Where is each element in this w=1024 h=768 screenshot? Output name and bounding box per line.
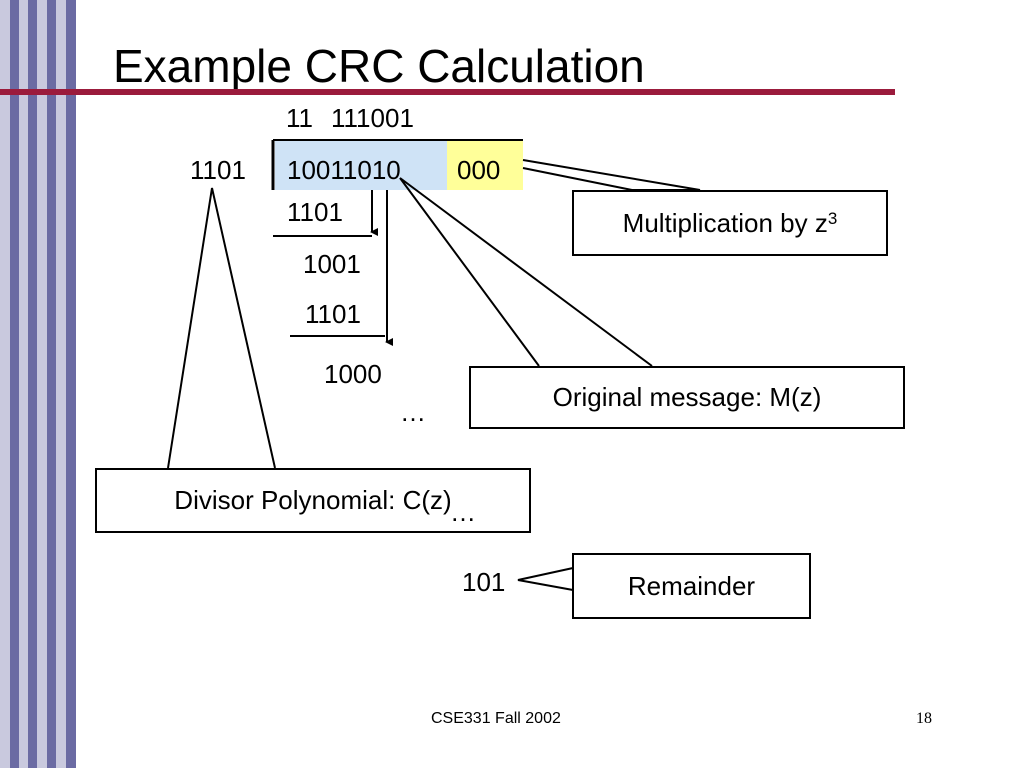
callout-original-message-label: Original message: M(z) <box>552 382 822 412</box>
callout-original-message: Original message: M(z) <box>469 366 905 429</box>
message-bits: 10011010 <box>287 155 401 185</box>
decorative-stripe <box>56 0 66 768</box>
callout-multiplication-label: Multiplication by z <box>622 207 828 238</box>
decorative-stripe <box>47 0 56 768</box>
quotient-part: 111001 <box>331 103 414 133</box>
subtrahend: 1101 <box>287 197 343 227</box>
callout-pointer-multiplication <box>522 159 701 191</box>
callout-pointer-divisor <box>167 187 276 469</box>
page-number: 18 <box>916 710 932 727</box>
remainder-value: 101 <box>462 567 506 597</box>
callout-remainder-label: Remainder <box>627 570 756 601</box>
decorative-stripe <box>37 0 47 768</box>
decorative-stripe <box>0 0 10 768</box>
padding-highlight <box>447 140 523 190</box>
decorative-stripe <box>28 0 37 768</box>
title-rule <box>0 89 895 95</box>
callout-multiplication-exponent: 3 <box>827 209 838 228</box>
padding-bits: 000 <box>457 155 501 185</box>
decorative-stripe <box>10 0 19 768</box>
slide-title: Example CRC Calculation <box>113 40 645 92</box>
callout-divisor-polynomial: Divisor Polynomial: C(z) <box>95 468 531 533</box>
callout-divisor-polynomial-label: Divisor Polynomial: C(z) <box>174 485 452 515</box>
partial-remainder: 1001 <box>303 249 361 279</box>
quotient-part: 11 <box>286 103 313 133</box>
callout-pointer-original-message <box>399 177 653 367</box>
footer-course: CSE331 Fall 2002 <box>431 710 561 727</box>
callout-remainder: Remainder <box>572 553 811 619</box>
decorative-stripe <box>66 0 76 768</box>
ellipsis: … <box>450 497 476 527</box>
decorative-stripe <box>19 0 28 768</box>
divisor-value: 1101 <box>190 155 246 185</box>
message-highlight <box>275 140 447 190</box>
callout-pointer-remainder <box>517 567 574 591</box>
subtrahend: 1101 <box>305 299 361 329</box>
ellipsis: … <box>400 397 426 427</box>
partial-remainder: 1000 <box>324 359 382 389</box>
